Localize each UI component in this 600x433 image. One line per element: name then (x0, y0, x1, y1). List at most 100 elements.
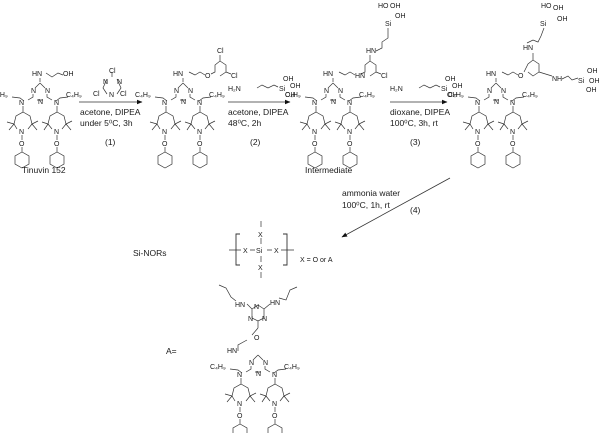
c4h9-label: C₄H₉ (522, 92, 538, 99)
step2-number: (2) (250, 137, 261, 147)
n-label: N (324, 88, 329, 95)
compound-name-si-nors: Si-NORs (133, 248, 167, 258)
aminopropylsilanetriol-reagent-2: H₂N Si OH OH OH (228, 76, 301, 99)
cl-label: Cl (217, 48, 224, 55)
o-label: O (197, 141, 203, 148)
oh-label: OH (447, 92, 458, 99)
o-label: O (518, 73, 524, 80)
step4-condition-2: 100⁰C, 1h, rt (342, 200, 390, 210)
cl-label: Cl (120, 91, 127, 98)
n-label: N (254, 304, 259, 311)
oh-label: OH (586, 87, 597, 94)
c4h9-label: C₄H₉ (209, 92, 225, 99)
hn-label: HN (235, 302, 245, 309)
n-label: N (109, 92, 114, 99)
x-definition: X = O or A (300, 257, 333, 264)
n-label: N (347, 129, 352, 136)
si-label: Si (385, 21, 392, 28)
n-label: N (54, 129, 59, 136)
si-label: Si (578, 78, 585, 85)
core-structures: NNNNNC₄H₉C₄H₉NNOONNNNNC₄H₉C₄H₉NNOONNNNNC… (0, 82, 538, 433)
si-label: Si (540, 21, 547, 28)
n-label: N (475, 100, 480, 107)
si-label: Si (256, 248, 263, 255)
n-label: N (475, 129, 480, 136)
n-label: N (174, 88, 179, 95)
n-label: N (45, 88, 50, 95)
c4h9-label: C₄H₉ (359, 92, 375, 99)
n-label: N (312, 129, 317, 136)
n-label: N (347, 100, 352, 107)
n-label: N (312, 100, 317, 107)
step1-condition-2: under 5⁰C, 3h (80, 118, 133, 128)
si-nors-repeat-unit: X Si X X X (229, 221, 294, 278)
tinuvin-side-chain: HN OH (32, 71, 74, 82)
nh-label: NH (552, 76, 562, 83)
cl-label: Cl (109, 68, 116, 75)
o-label: O (19, 141, 25, 148)
n-label: N (510, 129, 515, 136)
cl-label: Cl (93, 91, 100, 98)
step3-condition-1: dioxane, DIPEA (390, 107, 450, 117)
reaction-arrow-4 (341, 177, 451, 238)
hn-label: HN (270, 300, 280, 307)
n-label: N (494, 99, 499, 106)
x-label: X (243, 248, 248, 255)
x-label: X (258, 232, 263, 239)
c4h9-label: C₄H₉ (66, 92, 82, 99)
n-label: N (38, 99, 43, 106)
h2n-label: H₂N (228, 86, 241, 93)
ho-label: HO (541, 3, 552, 10)
intermediate-side-chain: HN HN HN Cl Si HO OH OH (323, 3, 406, 82)
o-label: O (475, 141, 481, 148)
step2-condition-2: 48⁰C, 2h (228, 118, 261, 128)
o-label: O (254, 335, 260, 342)
o-label: O (237, 413, 243, 420)
step1-number: (1) (105, 137, 116, 147)
oh-label: OH (390, 3, 401, 10)
hn-label: HN (523, 45, 533, 52)
step1-product-side-chain: HN O Cl Cl (173, 48, 238, 82)
o-label: O (205, 73, 211, 80)
c4h9-label: C₄H₉ (210, 364, 226, 371)
n-label: N (181, 99, 186, 106)
n-label: N (162, 129, 167, 136)
cl-label: Cl (381, 73, 388, 80)
ho-label: HO (378, 3, 389, 10)
c4h9-label: C₄H₉ (284, 364, 300, 371)
final-precursor-side-chain: HN O HN NH Si HO OH OH Si OH OH OH (486, 3, 600, 94)
n-label: N (510, 100, 515, 107)
step3-condition-2: 100⁰C, 3h, rt (390, 118, 438, 128)
hn-label: HN (227, 348, 237, 355)
compound-name-intermediate: Intermediate (305, 165, 353, 175)
oh-label: OH (395, 13, 406, 20)
nh-label: HN (355, 73, 365, 80)
group-a-label: A= (166, 346, 177, 356)
oh-label: OH (553, 5, 564, 12)
n-label: N (256, 371, 261, 378)
n-label: N (188, 88, 193, 95)
n-label: N (19, 129, 24, 136)
n-label: N (501, 88, 506, 95)
nh-label: HN (173, 71, 183, 78)
nh-label: HN (323, 71, 333, 78)
o-label: O (162, 141, 168, 148)
n-label: N (197, 129, 202, 136)
c4h9-label: C₄H₉ (448, 92, 464, 99)
n-label: N (162, 100, 167, 107)
x-label: X (258, 265, 263, 272)
h2n-label: H₂N (390, 86, 403, 93)
cl-label: Cl (231, 73, 238, 80)
oh-label: OH (285, 92, 296, 99)
aminopropylsilanetriol-reagent-3: H₂N Si OH OH OH (390, 76, 463, 99)
o-label: O (347, 141, 353, 148)
n-label: N (487, 88, 492, 95)
n-label: N (338, 88, 343, 95)
cyanuric-chloride: Cl N N Cl N Cl (93, 68, 127, 99)
n-label: N (272, 372, 277, 379)
n-label: N (248, 316, 253, 323)
o-label: O (54, 141, 60, 148)
